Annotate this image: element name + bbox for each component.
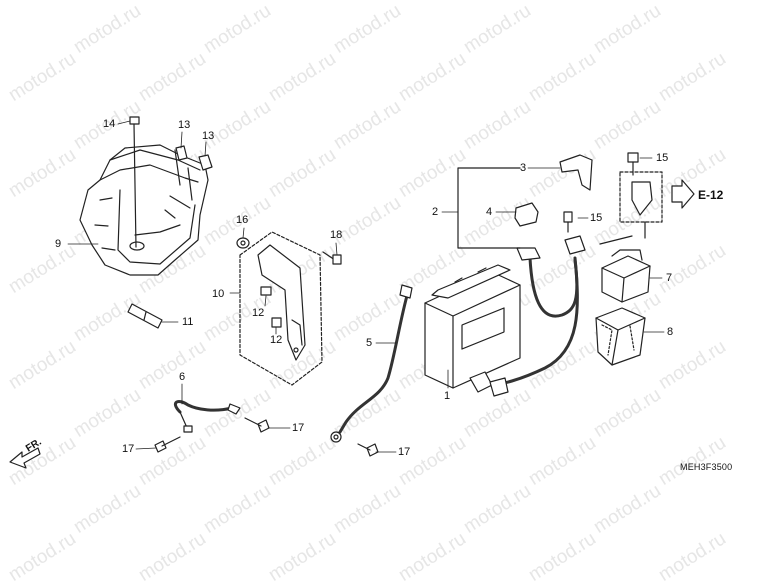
relay-7-drawing	[599, 235, 651, 303]
label-part-13: 13	[202, 130, 215, 142]
leader-2-bracket	[457, 167, 521, 249]
label-part-15: 15	[656, 152, 669, 164]
bolt-18-drawing	[322, 251, 342, 265]
cover-3-drawing	[559, 154, 593, 191]
strap-11-drawing	[127, 303, 163, 329]
reference-e12: E-12	[698, 188, 724, 202]
diagram-code: MEH3F3500	[680, 462, 733, 472]
label-part-3: 3	[520, 162, 527, 174]
label-part-15: 15	[590, 212, 603, 224]
cap-4-drawing	[514, 202, 539, 227]
label-part-11: 11	[182, 316, 194, 328]
front-arrow-drawing	[9, 447, 41, 469]
label-part-18: 18	[330, 229, 343, 241]
label-part-12: 12	[270, 334, 283, 346]
bolt-15-drawings	[563, 152, 639, 233]
label-part-17: 17	[398, 446, 411, 458]
label-part-4: 4	[486, 206, 493, 218]
washer-16-drawing	[236, 237, 250, 249]
label-part-9: 9	[55, 238, 62, 250]
label-part-7: 7	[666, 272, 673, 284]
label-part-1: 1	[444, 390, 451, 402]
battery-1-drawing	[424, 264, 521, 389]
label-part-5: 5	[366, 337, 373, 349]
label-part-10: 10	[212, 288, 225, 300]
bracket-10-drawing	[239, 231, 323, 386]
leader-lines	[67, 120, 665, 453]
label-part-8: 8	[667, 326, 674, 338]
label-part-17: 17	[292, 422, 305, 434]
bolt-17-drawings	[154, 417, 379, 457]
cable-6-drawing	[174, 400, 241, 433]
label-part-12: 12	[252, 307, 265, 319]
cable-5-drawing	[330, 284, 413, 443]
relay-cover-8-drawing	[595, 307, 646, 366]
relay-detail-box	[619, 171, 695, 239]
bolt-14-drawing	[129, 116, 140, 248]
label-part-17: 17	[122, 443, 135, 455]
label-part-6: 6	[179, 371, 186, 383]
battery-cables-drawing	[469, 235, 586, 397]
battery-case-drawing	[79, 144, 209, 276]
label-part-16: 16	[236, 214, 249, 226]
label-part-13: 13	[178, 119, 191, 131]
label-part-14: 14	[103, 118, 116, 130]
label-part-2: 2	[432, 206, 439, 218]
